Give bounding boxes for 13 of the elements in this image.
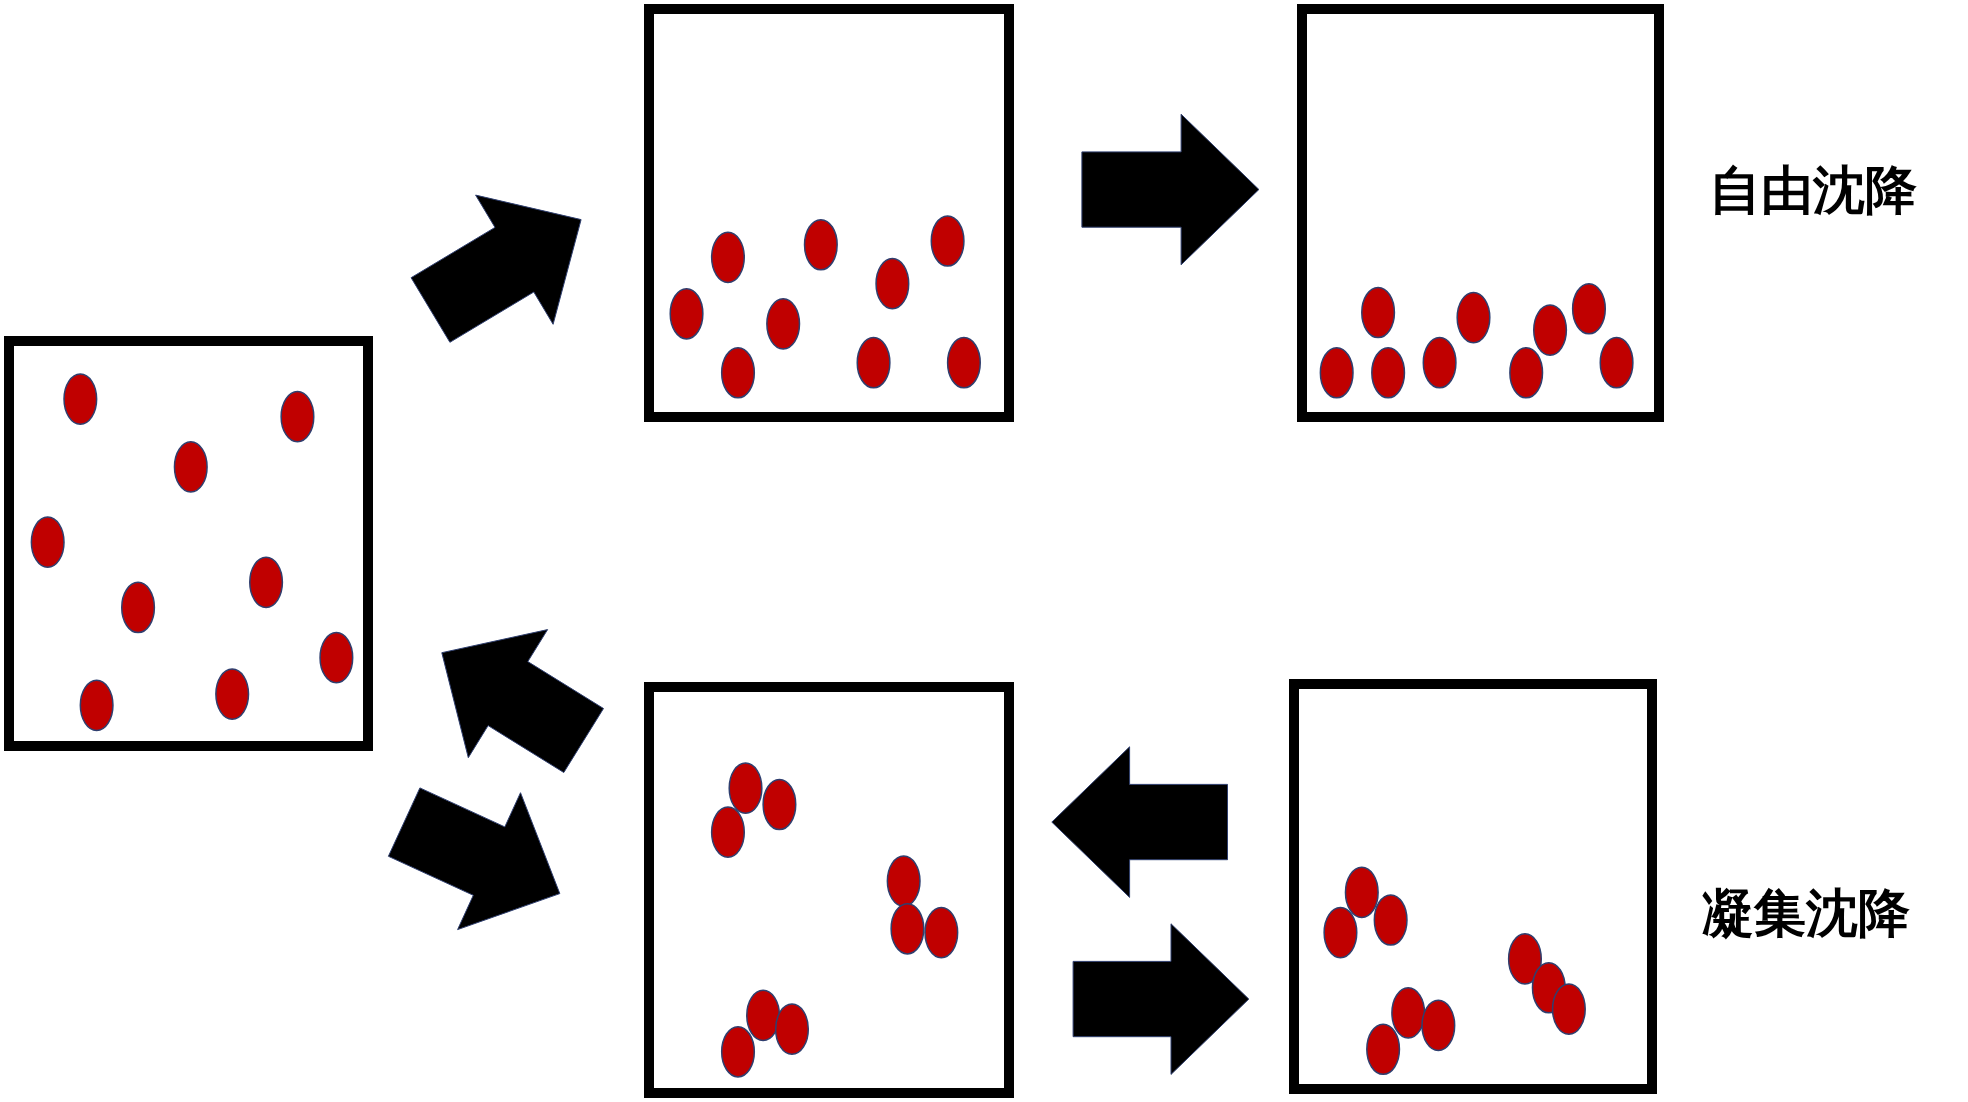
container-box xyxy=(1296,3,1665,422)
process-label: 自由沈降 xyxy=(1709,158,1918,222)
block-arrow xyxy=(1081,113,1260,266)
block-arrow xyxy=(441,629,604,773)
container-box xyxy=(643,3,1015,422)
block-arrow xyxy=(1072,923,1250,1075)
block-arrow xyxy=(387,787,561,931)
container-box xyxy=(1289,679,1657,1095)
container-box xyxy=(643,681,1015,1099)
block-arrow xyxy=(410,194,582,343)
block-arrow xyxy=(1051,746,1228,898)
container-box xyxy=(3,336,373,751)
process-label: 凝集沈降 xyxy=(1701,882,1910,945)
